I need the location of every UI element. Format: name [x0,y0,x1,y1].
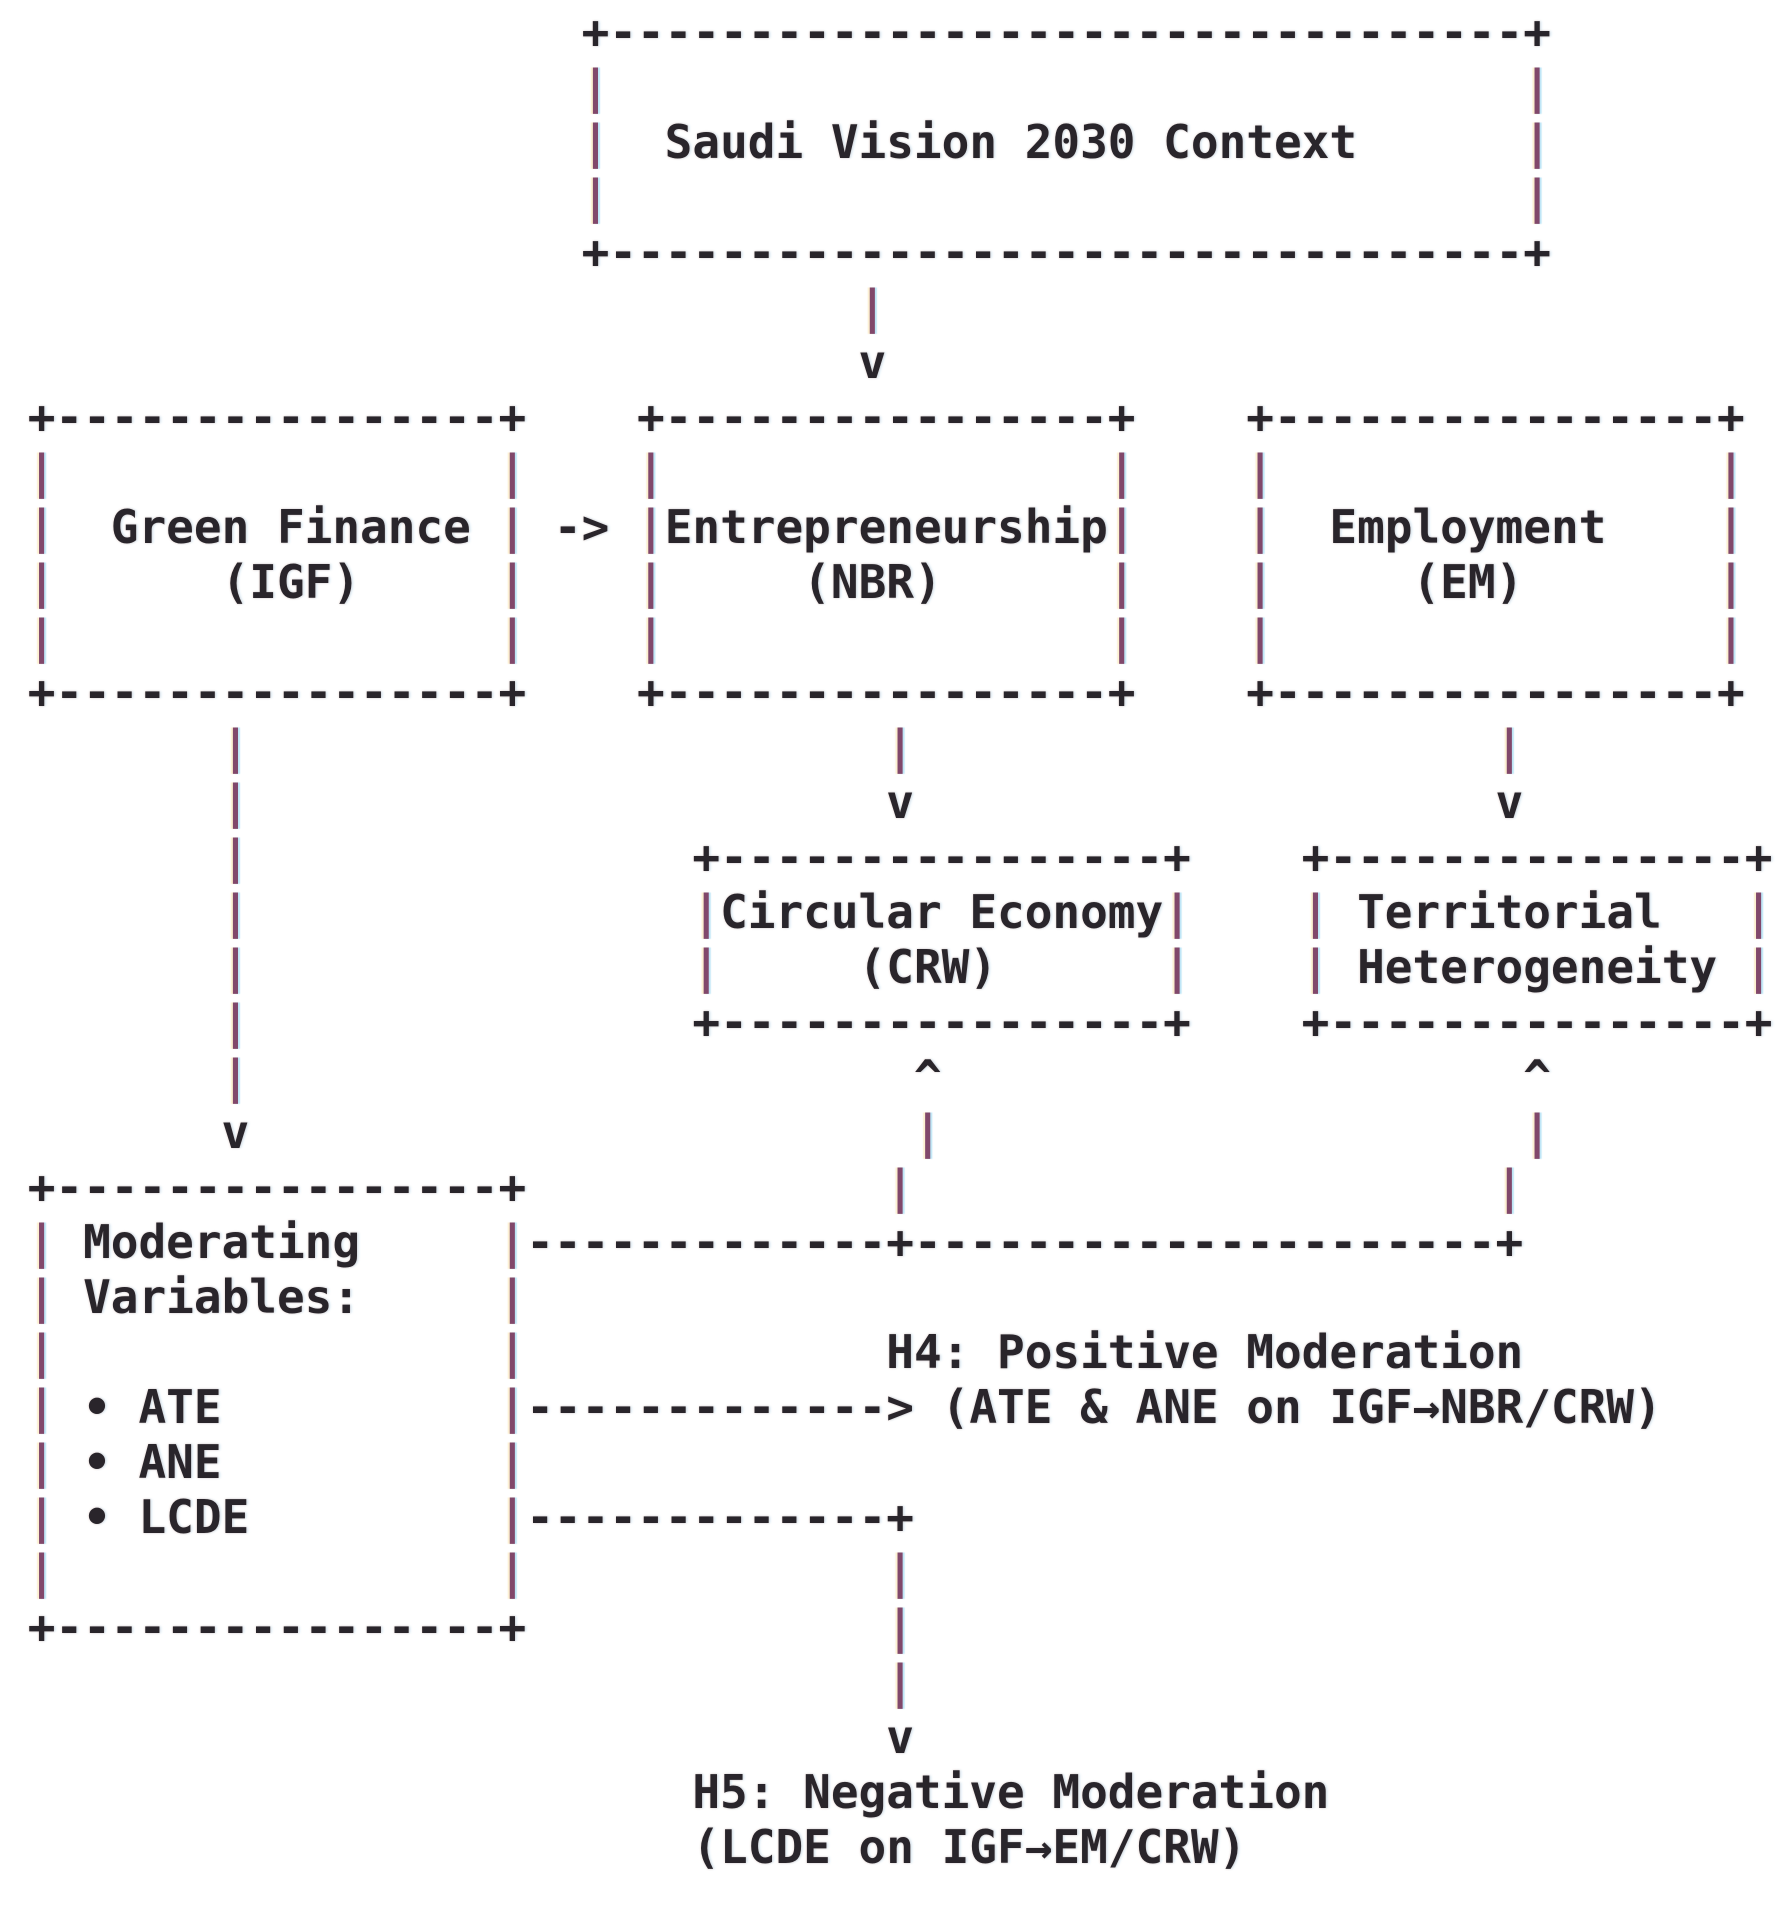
ascii-framework-diagram: +---------------------------------+ | | … [0,5,1773,1874]
